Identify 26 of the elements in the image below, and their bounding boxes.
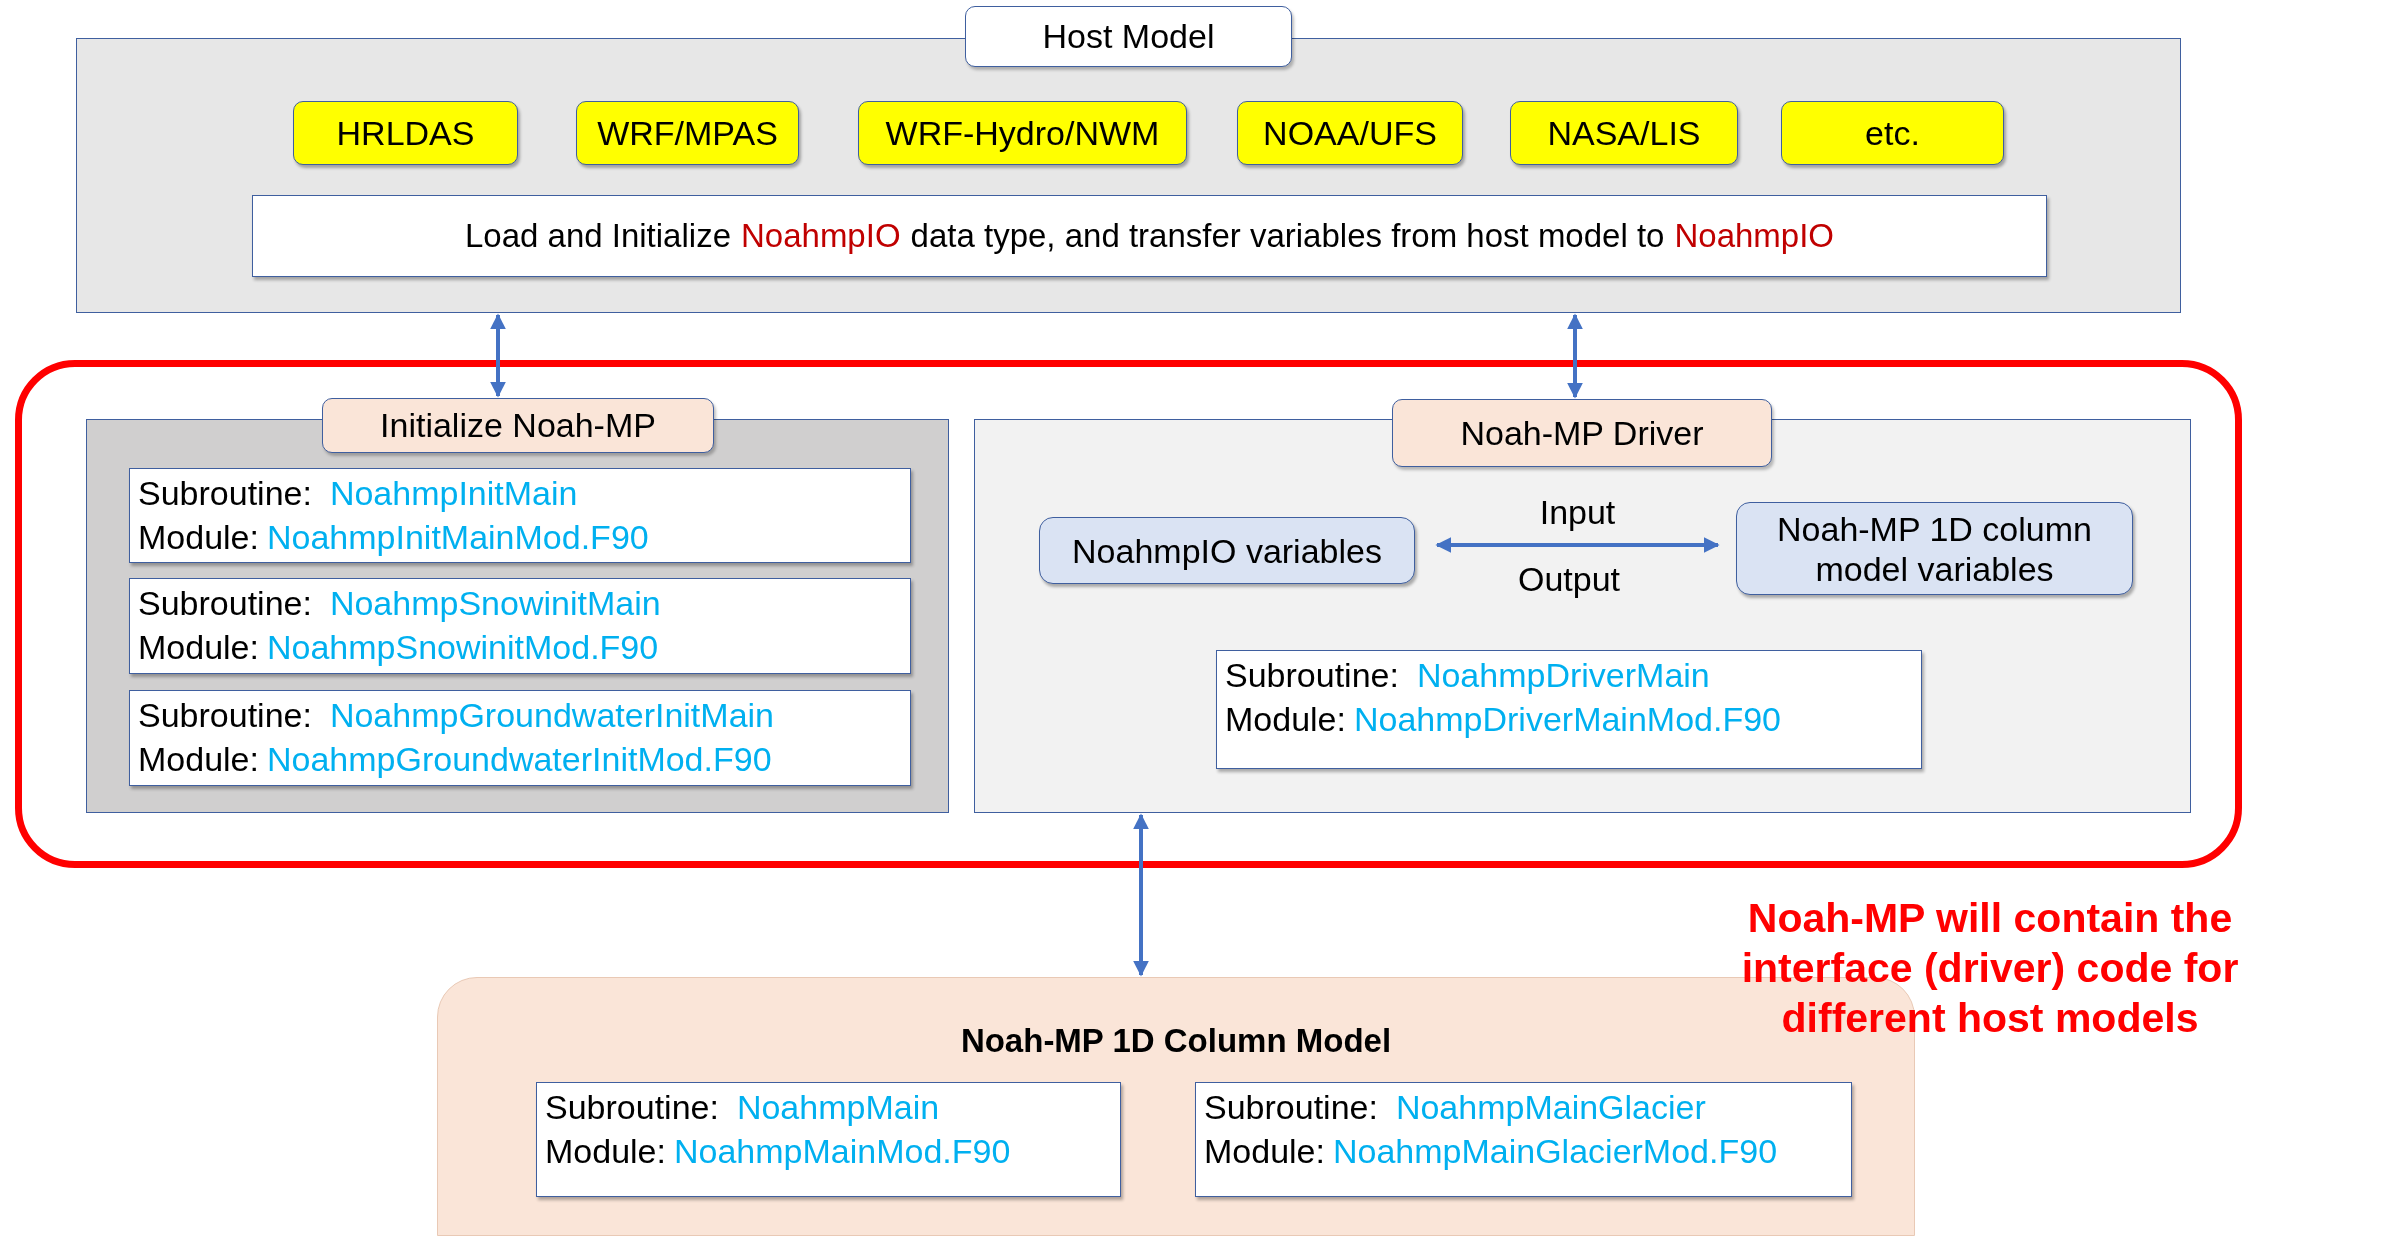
panel-title: Initialize Noah-MP	[322, 398, 714, 453]
subroutine-box: Subroutine: NoahmpMain Module: NoahmpMainMod.F90	[536, 1082, 1121, 1197]
variables-box: Noah-MP 1D column model variables	[1736, 502, 2133, 595]
note-text: Noah-MP will contain the interface (driver) code for different host models	[1740, 894, 2240, 1043]
model-box: NASA/LIS	[1510, 101, 1738, 165]
description-box: Load and Initialize NoahmpIO data type, and transfer variables from host model to NoahmpIO	[252, 195, 2047, 277]
model-box: WRF-Hydro/NWM	[858, 101, 1187, 165]
variables-box: NoahmpIO variables	[1039, 517, 1415, 584]
panel-title: Noah-MP Driver	[1392, 399, 1772, 467]
model-box: etc.	[1781, 101, 2004, 165]
model-box: NOAA/UFS	[1237, 101, 1463, 165]
subroutine-box: Subroutine: NoahmpMainGlacier Module: NoahmpMainGlacierMod.F90	[1195, 1082, 1852, 1197]
panel-title: Noah-MP 1D Column Model	[959, 1022, 1393, 1060]
model-box: HRLDAS	[293, 101, 518, 165]
model-box: WRF/MPAS	[576, 101, 799, 165]
panel-title: Host Model	[965, 6, 1292, 67]
arrow	[1435, 537, 1720, 553]
arrow	[490, 313, 506, 398]
subroutine-box: Subroutine: NoahmpDriverMain Module: NoahmpDriverMainMod.F90	[1216, 650, 1922, 769]
subroutine-box: Subroutine: NoahmpInitMain Module: NoahmpInitMainMod.F90	[129, 468, 911, 563]
group-outline	[15, 360, 2242, 868]
arrow	[1133, 813, 1149, 977]
arrow	[1567, 313, 1583, 399]
subroutine-box: Subroutine: NoahmpGroundwaterInitMain Module: NoahmpGroundwaterInitMod.F90	[129, 690, 911, 786]
flow-label: Output	[1516, 560, 1622, 599]
subroutine-box: Subroutine: NoahmpSnowinitMain Module: NoahmpSnowinitMod.F90	[129, 578, 911, 674]
